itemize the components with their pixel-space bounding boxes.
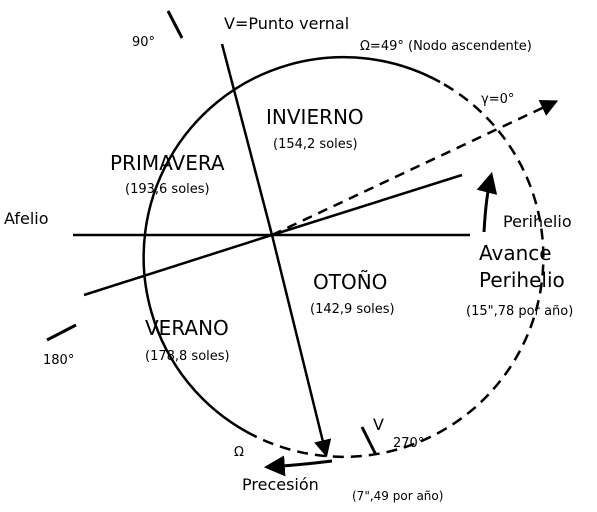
gamma-dashed-line — [271, 100, 559, 237]
perihelion-advance-arrow — [476, 171, 498, 233]
equinox-line-lower — [270, 234, 332, 458]
ascending-node-label: Ω=49° (Nodo ascendente) — [360, 39, 532, 54]
gamma-label: γ=0° — [481, 92, 514, 107]
vernal-point-title: V=Punto vernal — [224, 14, 349, 33]
season-primavera-name: PRIMAVERA — [110, 151, 225, 175]
season-invierno-name: INVIERNO — [266, 105, 364, 129]
season-otono-name: OTOÑO — [313, 270, 387, 294]
deg-180-label: 180° — [43, 353, 74, 368]
advance-label-line1: Avance — [479, 241, 552, 265]
tick-180 — [46, 323, 77, 342]
tick-90 — [166, 10, 184, 39]
advance-label-line2: Perihelio — [479, 268, 565, 292]
solstice-line-right — [271, 173, 463, 237]
orbit-solid-arc — [142, 55, 441, 434]
precession-arrow — [263, 455, 333, 477]
precession-label: Precesión — [242, 475, 319, 494]
solstice-line-left — [83, 233, 273, 297]
omega-marker-label: Ω — [234, 445, 244, 460]
season-verano-days: (178,8 soles) — [145, 349, 230, 364]
season-verano-name: VERANO — [145, 316, 229, 340]
deg-90-label: 90° — [132, 35, 155, 50]
equinox-line-upper — [220, 43, 274, 236]
season-primavera-days: (193,6 soles) — [125, 182, 210, 197]
v-marker-label: V — [373, 415, 384, 434]
tick-270 — [360, 426, 378, 456]
orbit-dashed-arc — [246, 80, 545, 459]
season-otono-days: (142,9 soles) — [310, 302, 395, 317]
precession-rate-label: (7",49 por año) — [352, 489, 443, 503]
deg-270-label: 270° — [393, 436, 424, 451]
advance-rate-label: (15",78 por año) — [466, 304, 573, 319]
perihelion-label: Perihelio — [503, 212, 572, 231]
aphelion-label: Afelio — [4, 209, 49, 228]
season-invierno-days: (154,2 soles) — [273, 137, 358, 152]
